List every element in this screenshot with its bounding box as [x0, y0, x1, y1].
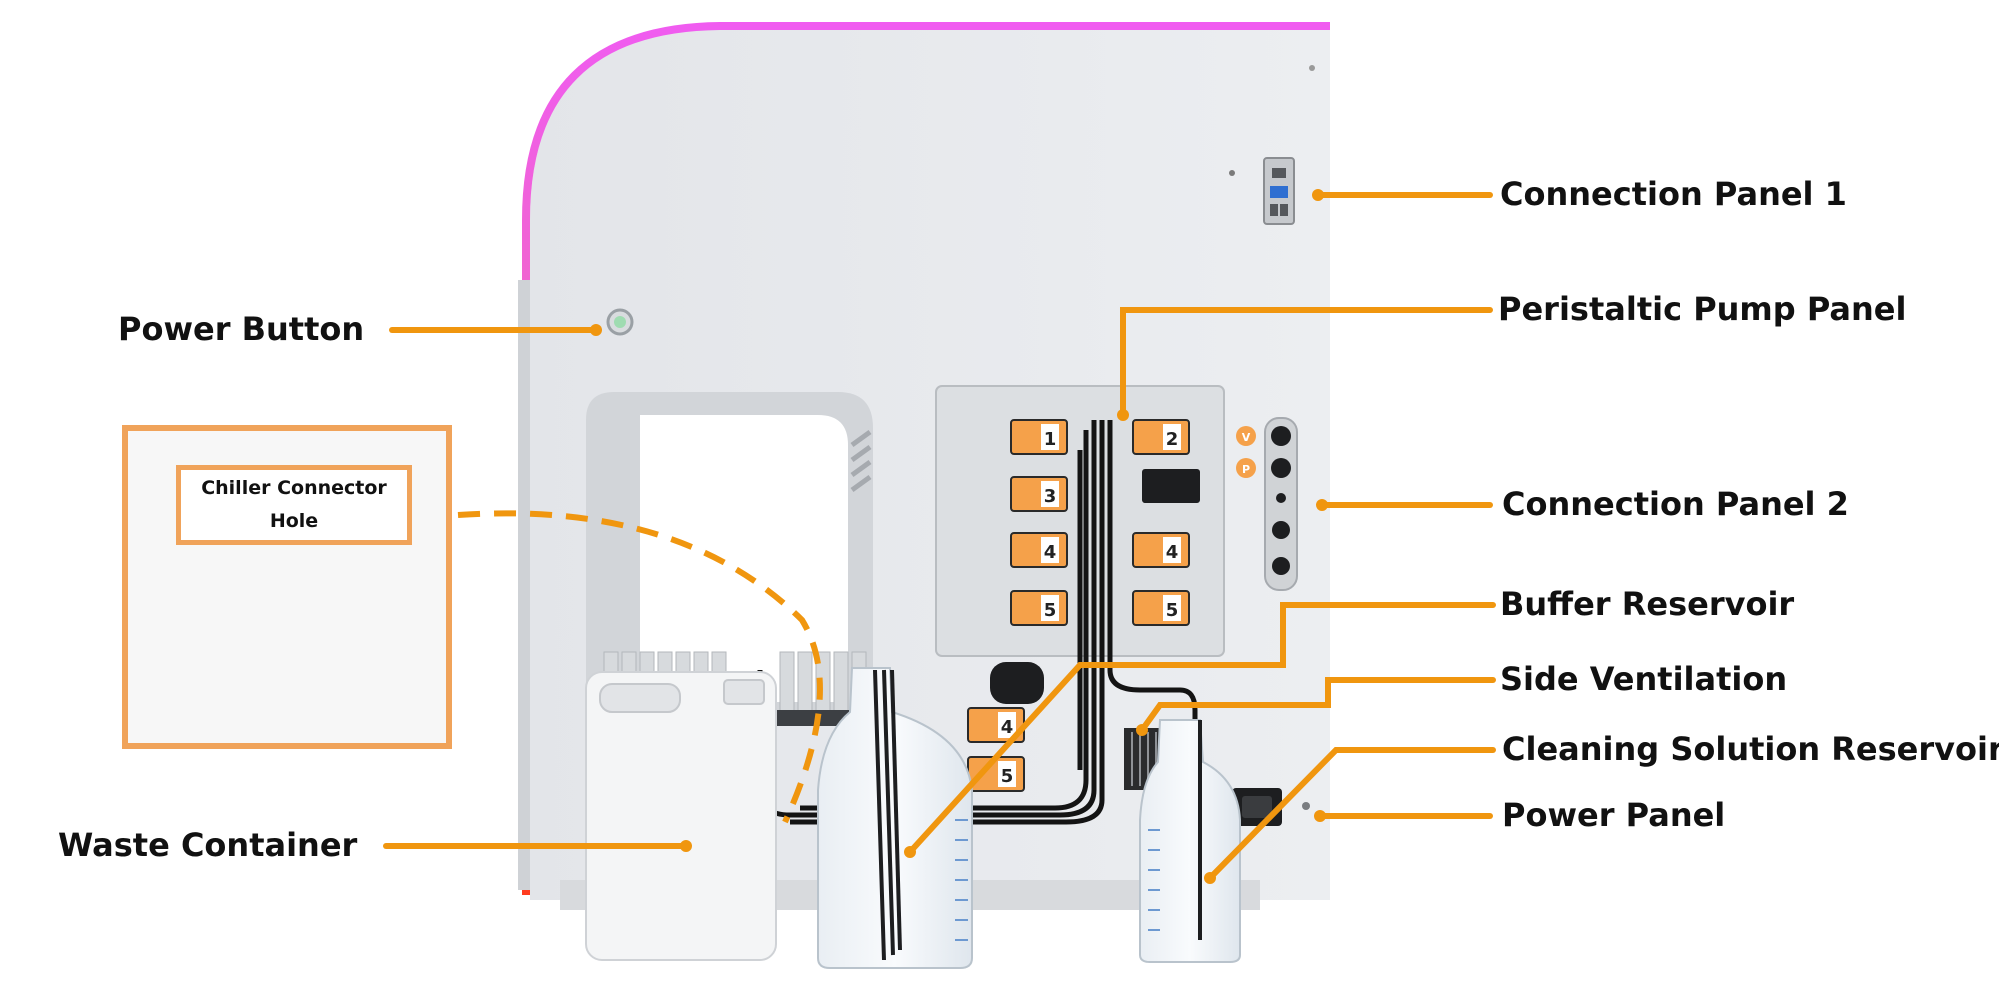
cleaning-solution-reservoir: [1139, 719, 1241, 963]
inset-dashed-connector: [457, 510, 823, 824]
pump-stations: 1 2 3 4 4 5 5 4 5: [967, 419, 1190, 792]
label-peristaltic-pump-panel: Peristaltic Pump Panel: [1498, 290, 1907, 328]
label-cleaning-solution-reservoir: Cleaning Solution Reservoir: [1502, 730, 1999, 768]
pump-station-module: 1: [1010, 419, 1068, 455]
buffer-reservoir: [817, 667, 973, 969]
v-button[interactable]: V: [1236, 426, 1256, 446]
label-waste-container: Waste Container: [58, 826, 358, 864]
chiller-connector-label-box: Chiller Connector Hole: [176, 465, 412, 545]
label-side-ventilation: Side Ventilation: [1500, 660, 1788, 698]
connection-panel-1: [1263, 157, 1295, 225]
pump-station-number: 5: [1001, 766, 1014, 787]
pump-station-number: 1: [1044, 429, 1057, 450]
pump-station-module: 5: [967, 756, 1025, 792]
label-power-panel: Power Panel: [1502, 796, 1726, 834]
pump-station-number: 4: [1001, 717, 1014, 738]
p-button-label: P: [1242, 463, 1250, 476]
pump-station-module: 5: [1132, 590, 1190, 626]
pump-station-number: 4: [1166, 542, 1179, 563]
pump-station-number: 5: [1166, 600, 1179, 621]
pump-station-number: 4: [1044, 542, 1057, 563]
pump-station-module: 5: [1010, 590, 1068, 626]
label-connection-panel-1: Connection Panel 1: [1500, 175, 1847, 213]
pump-station-number: 2: [1166, 429, 1179, 450]
pump-station-module: 4: [967, 707, 1025, 743]
pump-station-module: 2: [1132, 419, 1190, 455]
chiller-connector-label: Chiller Connector Hole: [201, 477, 387, 532]
callout-dots: [293, 189, 1328, 884]
pump-station-module: 4: [1010, 532, 1068, 568]
label-connection-panel-2: Connection Panel 2: [1502, 485, 1849, 523]
p-button[interactable]: P: [1236, 458, 1256, 478]
pump-station-module: 4: [1132, 532, 1190, 568]
waste-container: [585, 671, 777, 961]
connection-panel-2: V P: [1236, 417, 1298, 591]
v-button-label: V: [1242, 431, 1251, 444]
label-buffer-reservoir: Buffer Reservoir: [1500, 585, 1795, 623]
power-button-icon[interactable]: [606, 308, 634, 336]
label-power-button: Power Button: [118, 310, 365, 348]
pump-station-module: 3: [1010, 476, 1068, 512]
pump-station-number: 3: [1044, 486, 1057, 507]
pump-station-number: 5: [1044, 600, 1057, 621]
